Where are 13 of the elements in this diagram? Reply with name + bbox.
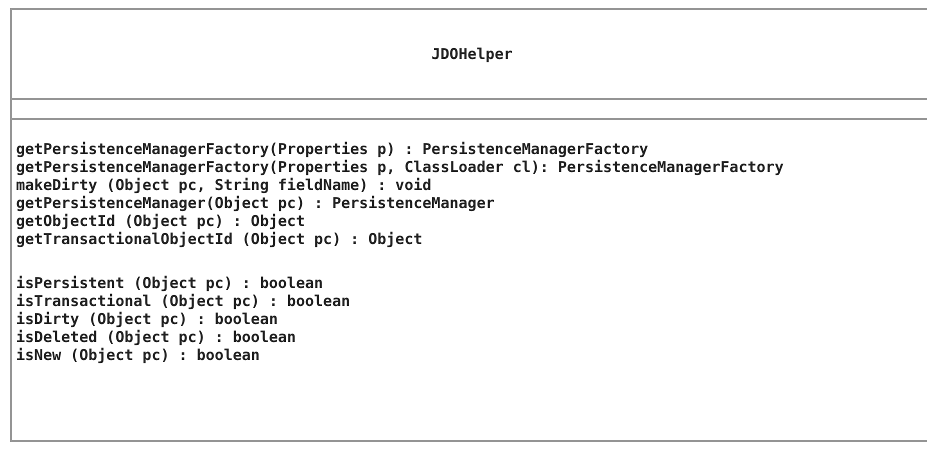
class-box xyxy=(10,8,927,442)
method-signature: isNew (Object pc) : boolean xyxy=(16,346,260,364)
method-signature: isPersistent (Object pc) : boolean xyxy=(16,274,324,292)
method-signature: getPersistenceManagerFactory(Properties p, ClassLoader cl): PersistenceManagerFactory xyxy=(16,158,784,176)
method-signature: getPersistenceManagerFactory(Properties p) : PersistenceManagerFactory xyxy=(16,140,648,158)
method-signature: makeDirty (Object pc, String fieldName) : void xyxy=(16,176,432,194)
method-signature: getTransactionalObjectId (Object pc) : Object xyxy=(16,230,422,248)
method-signature: getPersistenceManager(Object pc) : PersistenceManager xyxy=(16,194,495,212)
method-signature: isTransactional (Object pc) : boolean xyxy=(16,292,350,310)
method-signature: isDirty (Object pc) : boolean xyxy=(16,310,278,328)
method-signature: isDeleted (Object pc) : boolean xyxy=(16,328,296,346)
class-name: JDOHelper xyxy=(431,45,513,63)
method-signature: getObjectId (Object pc) : Object xyxy=(16,212,305,230)
